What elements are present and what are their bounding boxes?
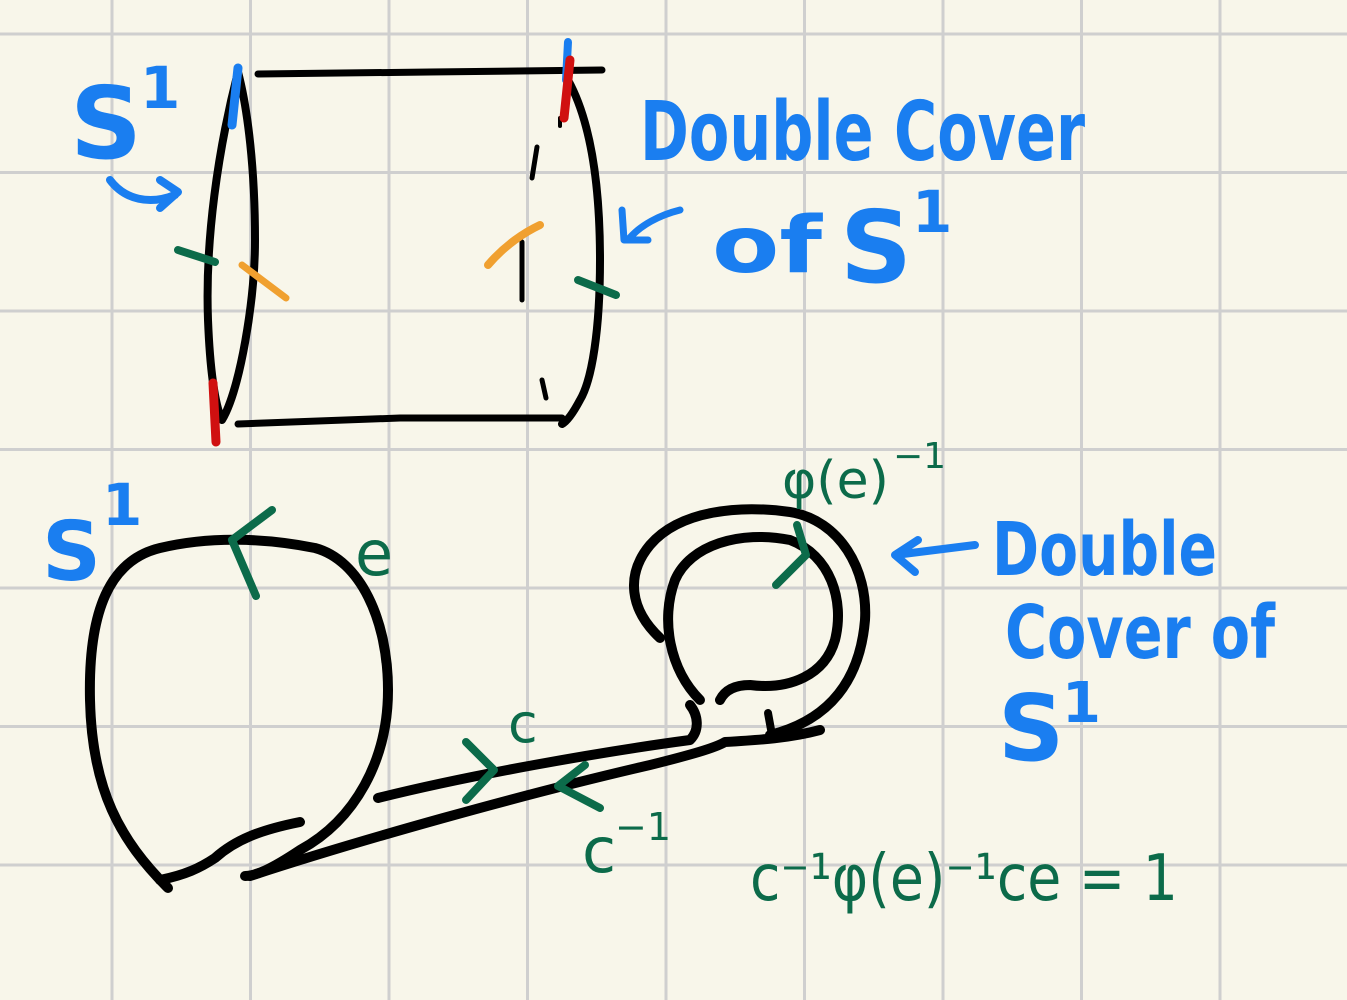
cylinder-double-cover-title: Double Cover (640, 85, 1085, 180)
tick-red-left (208, 378, 221, 447)
graph-inner-small-loop (663, 532, 843, 705)
arrow-left-s1-icon (106, 176, 182, 212)
cylinder-right-front-arc (558, 76, 604, 428)
arrow-phi-e-inverse-icon (772, 521, 810, 589)
arrow-c-icon (462, 738, 498, 804)
tick-green-right (574, 276, 620, 299)
graph-s1-label: S (42, 505, 101, 600)
graph-edge-c-inverse-sup: −1 (615, 805, 671, 849)
relation-equation: c⁻¹φ(e)⁻¹ce = 1 (750, 842, 1178, 916)
graph-double-cover-sup: 1 (1062, 671, 1101, 736)
tick-red-right (559, 55, 575, 123)
graph-double-cover-s: S (998, 675, 1064, 782)
tick-orange-right (484, 221, 544, 269)
cylinder-double-cover-sup: 1 (912, 178, 952, 246)
cylinder-right-hidden-arc-dash1 (529, 144, 540, 181)
graph-phi-e-inverse-label: φ(e) (782, 451, 889, 511)
arrow-e-icon (228, 506, 276, 600)
graph-outer-small-loop (629, 504, 871, 740)
cylinder-left-circle (203, 68, 259, 424)
cylinder-top-edge (254, 66, 606, 78)
graph-double-cover-line2: Cover of (1005, 590, 1276, 676)
graph-big-loop (84, 534, 393, 893)
graph-s1-sup: 1 (102, 471, 142, 539)
graph-green-marks (228, 506, 810, 812)
graph-edge-c-label: c (508, 692, 538, 755)
graph-edge-c-inverse (245, 725, 825, 881)
tick-blue-left (227, 63, 243, 130)
graph-big-loop-tail (155, 817, 305, 885)
cylinder-right-hidden-arc-dash3 (539, 377, 549, 401)
cylinder-s1-sup: 1 (140, 54, 180, 122)
cylinder-sketch (106, 38, 684, 447)
cylinder-double-cover-s: S (840, 189, 912, 306)
graph-edge-e-label: e (355, 517, 393, 590)
graph-phi-e-inverse-sup: −1 (893, 436, 946, 477)
arrow-c-inverse-icon (554, 761, 604, 812)
cylinder-double-cover-of: of (712, 201, 823, 291)
cylinder-bottom-edge (234, 414, 566, 428)
arrow-right-double-cover-icon (618, 206, 684, 244)
tick-orange-left (238, 261, 290, 302)
graph-edge-c (373, 700, 702, 803)
tick-green-left (174, 246, 219, 266)
graph-sketch (84, 504, 871, 893)
graph-double-cover-line1: Double (992, 507, 1217, 593)
cylinder-s1-label: S (70, 65, 142, 182)
graph-edge-c-inverse-label: c (582, 814, 616, 887)
arrow-double-cover-icon (891, 536, 979, 576)
graph-inner-loop-tick (764, 709, 776, 739)
